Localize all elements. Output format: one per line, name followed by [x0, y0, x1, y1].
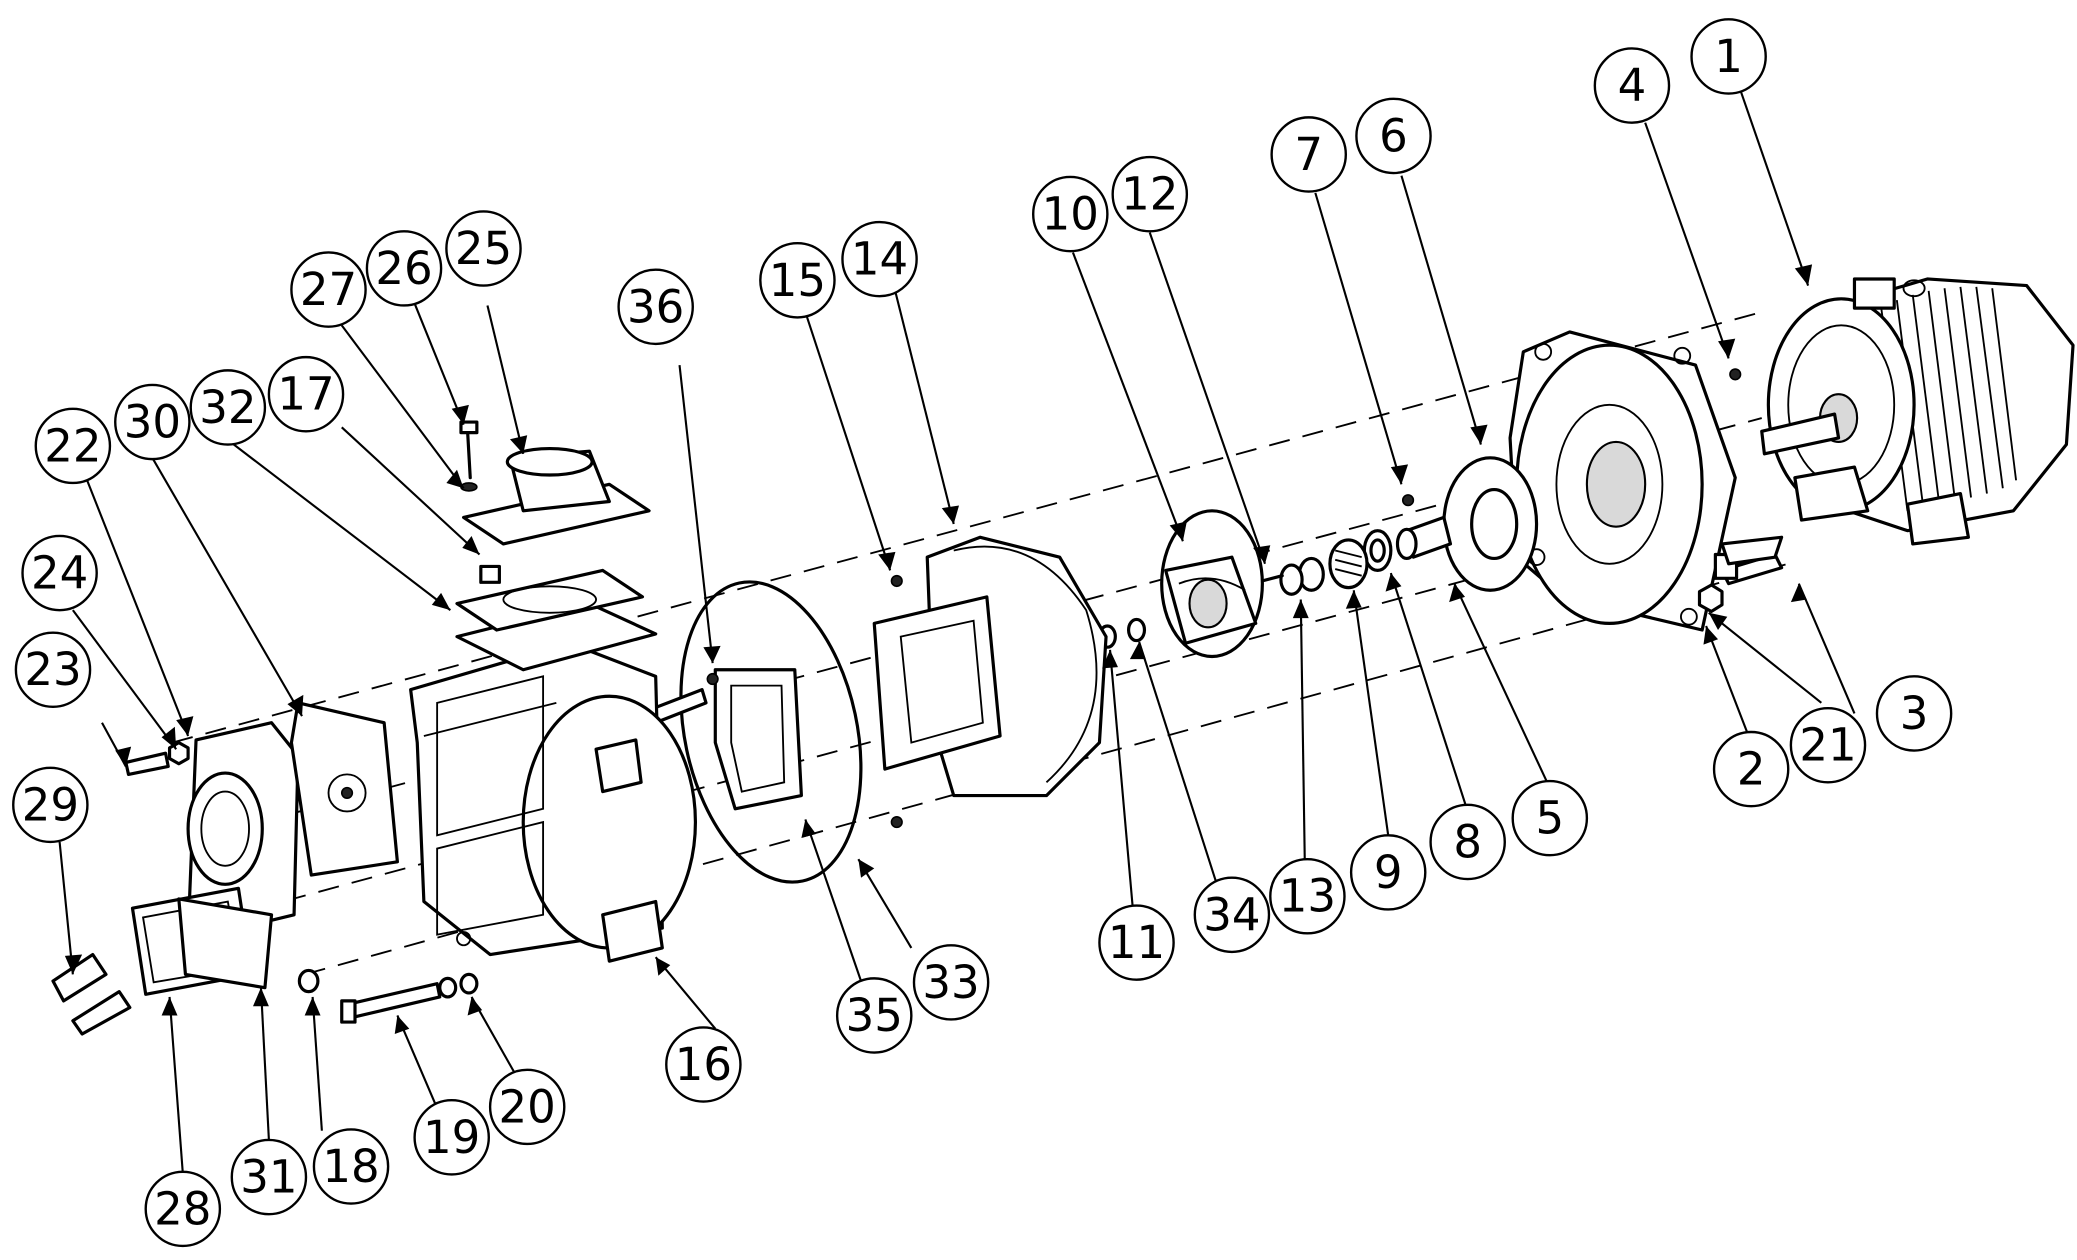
balloon-label: 12 — [1121, 168, 1178, 221]
balloon-label: 25 — [455, 222, 512, 275]
balloon-36: 36 — [617, 268, 694, 346]
balloon-6: 6 — [1355, 97, 1432, 175]
balloon-label: 10 — [1042, 188, 1099, 241]
balloon-label: 35 — [846, 989, 903, 1042]
balloon-label: 9 — [1374, 846, 1403, 899]
balloon-33: 33 — [912, 944, 990, 1021]
balloon-25: 25 — [445, 210, 522, 287]
balloon-label: 18 — [322, 1140, 379, 1193]
balloon-13: 13 — [1269, 857, 1346, 935]
motor — [1760, 277, 2075, 546]
balloon-8: 8 — [1429, 803, 1506, 881]
balloon-23: 23 — [14, 631, 92, 709]
balloon-20: 20 — [488, 1068, 566, 1146]
balloon-4: 4 — [1593, 47, 1671, 124]
discharge-flange — [124, 701, 399, 937]
balloon-10: 10 — [1032, 175, 1109, 253]
balloon-label: 32 — [199, 381, 256, 434]
item-balloons: 1 2 3 4 5 6 7 8 9 10 11 12 13 14 15 16 1… — [12, 18, 1953, 1248]
balloon-label: 3 — [1900, 687, 1929, 740]
balloon-34: 34 — [1193, 876, 1271, 954]
balloon-label: 28 — [154, 1182, 211, 1235]
balloon-label: 19 — [423, 1111, 480, 1164]
balloon-2: 2 — [1712, 730, 1790, 808]
balloon-label: 16 — [675, 1038, 732, 1091]
balloon-1: 1 — [1690, 18, 1767, 95]
adaptor-frame — [1508, 330, 1737, 632]
balloon-21: 21 — [1789, 706, 1867, 784]
balloon-17: 17 — [267, 355, 345, 433]
balloon-15: 15 — [759, 242, 836, 319]
balloon-9: 9 — [1349, 834, 1427, 911]
inspection-cover — [51, 886, 274, 1036]
balloon-label: 29 — [22, 778, 79, 831]
through-bolt — [297, 968, 479, 1024]
balloon-22: 22 — [34, 407, 112, 485]
leader-lines — [58, 82, 1856, 1174]
o-ring — [679, 580, 863, 884]
balloon-label: 34 — [1203, 888, 1260, 941]
impeller — [1160, 509, 1264, 659]
balloon-label: 13 — [1279, 870, 1336, 923]
balloon-12: 12 — [1111, 155, 1189, 233]
balloon-3: 3 — [1875, 675, 1953, 752]
balloon-label: 31 — [240, 1151, 297, 1204]
fasteners — [1401, 368, 1784, 614]
balloon-19: 19 — [413, 1099, 490, 1176]
balloon-label: 14 — [851, 233, 908, 286]
balloon-7: 7 — [1270, 116, 1348, 193]
balloon-5: 5 — [1511, 779, 1589, 857]
balloon-label: 23 — [24, 643, 81, 696]
balloon-label: 27 — [300, 263, 357, 316]
balloon-label: 21 — [1799, 719, 1856, 772]
balloon-label: 22 — [44, 419, 101, 472]
balloon-label: 1 — [1714, 30, 1743, 83]
balloon-label: 30 — [124, 396, 181, 449]
balloon-14: 14 — [841, 220, 918, 298]
balloon-label: 15 — [769, 254, 826, 307]
balloon-16: 16 — [665, 1026, 742, 1103]
seal-components — [1250, 456, 1539, 596]
balloon-27: 27 — [290, 251, 367, 328]
balloon-30: 30 — [114, 383, 191, 461]
inlet-flange — [455, 420, 651, 632]
balloon-24: 24 — [21, 534, 98, 612]
balloon-label: 11 — [1108, 916, 1165, 969]
balloon-18: 18 — [312, 1128, 390, 1205]
balloon-label: 26 — [375, 242, 432, 295]
balloon-label: 6 — [1379, 109, 1408, 162]
balloon-28: 28 — [144, 1170, 222, 1248]
balloon-label: 2 — [1737, 743, 1766, 796]
balloon-29: 29 — [12, 766, 89, 844]
balloon-11: 11 — [1098, 904, 1175, 981]
balloon-label: 17 — [277, 368, 334, 421]
balloon-label: 33 — [922, 956, 979, 1009]
balloon-label: 7 — [1294, 128, 1323, 181]
balloon-label: 8 — [1453, 815, 1482, 868]
balloon-label: 5 — [1535, 792, 1564, 845]
balloon-label: 24 — [31, 547, 88, 600]
balloon-label: 20 — [499, 1080, 556, 1133]
balloon-31: 31 — [230, 1138, 308, 1216]
balloon-26: 26 — [365, 230, 443, 307]
balloon-label: 36 — [627, 280, 684, 333]
pump-casing — [409, 601, 698, 963]
balloon-32: 32 — [189, 369, 267, 446]
balloon-35: 35 — [835, 977, 913, 1054]
leader-arrowheads — [64, 264, 1813, 1035]
wear-plate — [872, 535, 1108, 829]
balloon-label: 4 — [1618, 59, 1647, 112]
